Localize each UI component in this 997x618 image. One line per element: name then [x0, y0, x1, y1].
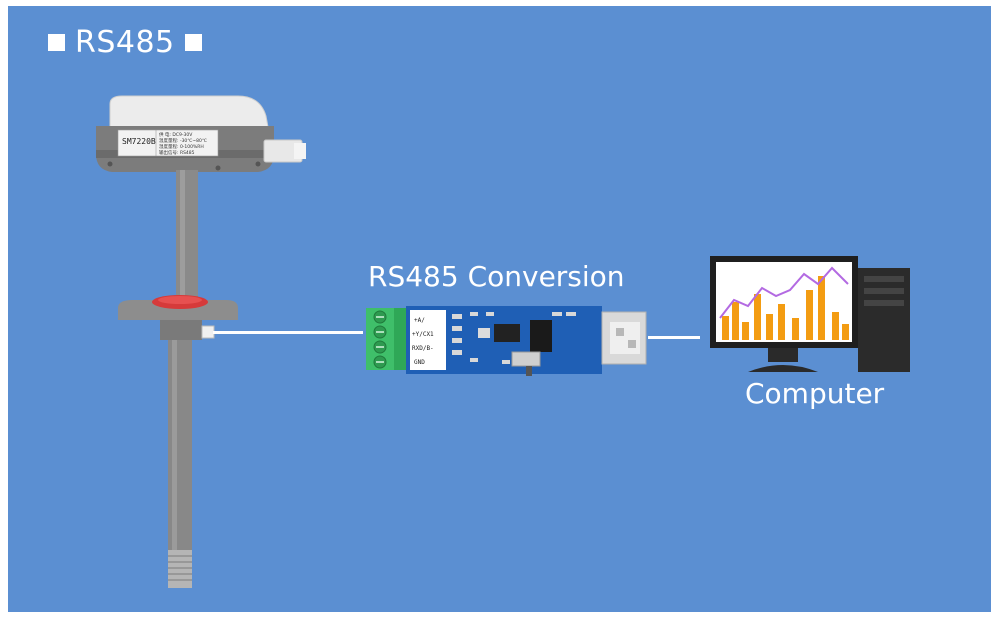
converter-label: RS485 Conversion: [368, 260, 625, 293]
terminal-label: GND: [414, 359, 425, 366]
sensor-model-text: SM7220B: [122, 137, 156, 146]
sensor-spec-line: 湿度量程: 0-100%RH: [159, 143, 204, 150]
diagram-canvas: RS485 SM7220B 供 电: DC9-30V 温度量程: -30℃~80…: [8, 6, 991, 612]
rs485-converter: +A/ +Y/CX1 RXD/B- GND: [366, 306, 647, 376]
title-square-left-icon: [48, 33, 65, 51]
terminal-label: +Y/CX1: [412, 331, 434, 338]
sensor-spec-line: 温度量程: -30℃~80℃: [159, 137, 207, 144]
title-square-right-icon: [184, 33, 202, 51]
title-text: RS485: [75, 24, 175, 60]
sensor-spec-line: 输出信号: RS485: [159, 149, 195, 156]
sensor-spec-line: 供 电: DC9-30V: [159, 131, 193, 138]
computer-device: [710, 256, 910, 372]
terminal-label: RXD/B-: [412, 345, 434, 352]
screen-chart-bars: [722, 276, 849, 340]
connection-line-computer: [648, 336, 700, 339]
computer-label: Computer: [745, 377, 885, 410]
diagram-title: RS485: [48, 22, 202, 62]
connection-line-sensor: [213, 331, 363, 334]
sensor-device: SM7220B 供 电: DC9-30V 温度量程: -30℃~80℃ 湿度量程…: [96, 95, 306, 588]
terminal-label: +A/: [414, 317, 425, 324]
screen-chart-line: [719, 266, 849, 319]
